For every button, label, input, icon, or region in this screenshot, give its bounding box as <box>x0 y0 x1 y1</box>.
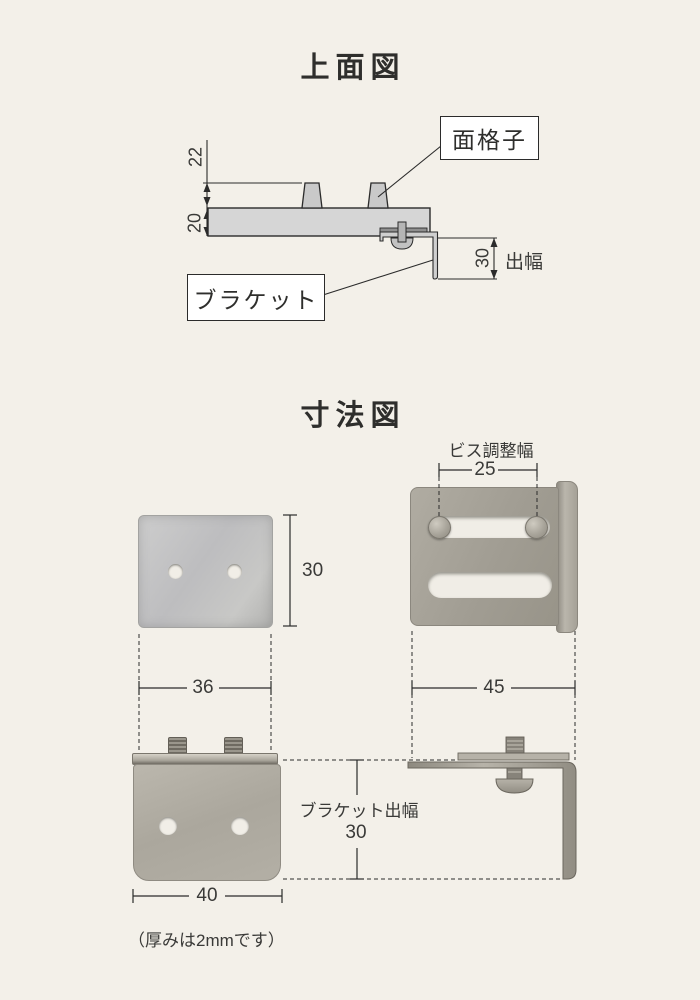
lattice-leader-line <box>377 145 442 198</box>
dim-30-plate-height <box>283 514 297 627</box>
plate-hole-right <box>231 817 249 835</box>
dim-25-screw-adjust <box>438 463 538 516</box>
dimension-view-title: 寸法図 <box>300 400 406 432</box>
bracket-face <box>410 487 559 626</box>
adjust-screw-right <box>525 516 548 539</box>
dim-30-bracket-depth-label: 30 <box>345 822 367 843</box>
lattice-callout-box: 面格子 <box>440 116 539 160</box>
top-view-dim-arrows <box>203 183 498 279</box>
dim-45-label: 45 <box>483 677 505 698</box>
bracket-front-assembled-photo <box>130 737 282 881</box>
bracket-side-plate-photo <box>410 481 578 633</box>
l-bracket-body <box>407 761 577 880</box>
bracket-side-assembled-photo <box>407 736 577 880</box>
top-view-title: 上面図 <box>300 52 406 84</box>
lattice-bar-left <box>301 182 323 209</box>
adjust-slot-lower <box>428 572 552 598</box>
bolt-head <box>390 237 414 250</box>
dim-45-bracket-width <box>411 681 576 695</box>
bracket-section <box>379 231 439 280</box>
dim-30-bracket-depth <box>350 759 364 880</box>
dim-22-label: 22 <box>185 146 206 168</box>
dim-36-label: 36 <box>192 677 214 698</box>
dim-30-plate-label: 30 <box>302 560 324 581</box>
depth-label: 出幅 <box>505 252 544 273</box>
dim-36-plate-width <box>138 681 272 695</box>
bracket-front-face <box>133 764 281 881</box>
thickness-note: （厚みは2mmです） <box>128 931 285 950</box>
stud-threads <box>507 740 523 750</box>
washer-plate <box>457 752 570 761</box>
dim-40-front-width <box>132 889 283 903</box>
bolt-dome-head <box>495 778 534 794</box>
lattice-bar-right <box>367 182 389 209</box>
plate-hole-left <box>168 564 183 579</box>
bolt-shaft <box>397 221 407 243</box>
dim-40-label: 40 <box>196 885 218 906</box>
adjust-slot-upper <box>428 516 550 538</box>
bracket-depth-label: ブラケット出幅 <box>299 801 419 821</box>
dim-30-depth-label: 30 <box>472 247 493 269</box>
adjust-screw-left <box>428 516 451 539</box>
dim-25-label: 25 <box>474 459 496 480</box>
dim-20-label: 20 <box>184 212 205 234</box>
bracket-callout-box: ブラケット <box>187 274 325 321</box>
screw-adjust-label: ビス調整幅 <box>448 441 534 461</box>
bolt-shaft-bottom <box>506 767 523 780</box>
plate-hole-right <box>227 564 242 579</box>
bracket-front-plate-photo <box>138 515 273 628</box>
bracket-leader-line <box>322 259 434 296</box>
plate-hole-left <box>159 817 177 835</box>
